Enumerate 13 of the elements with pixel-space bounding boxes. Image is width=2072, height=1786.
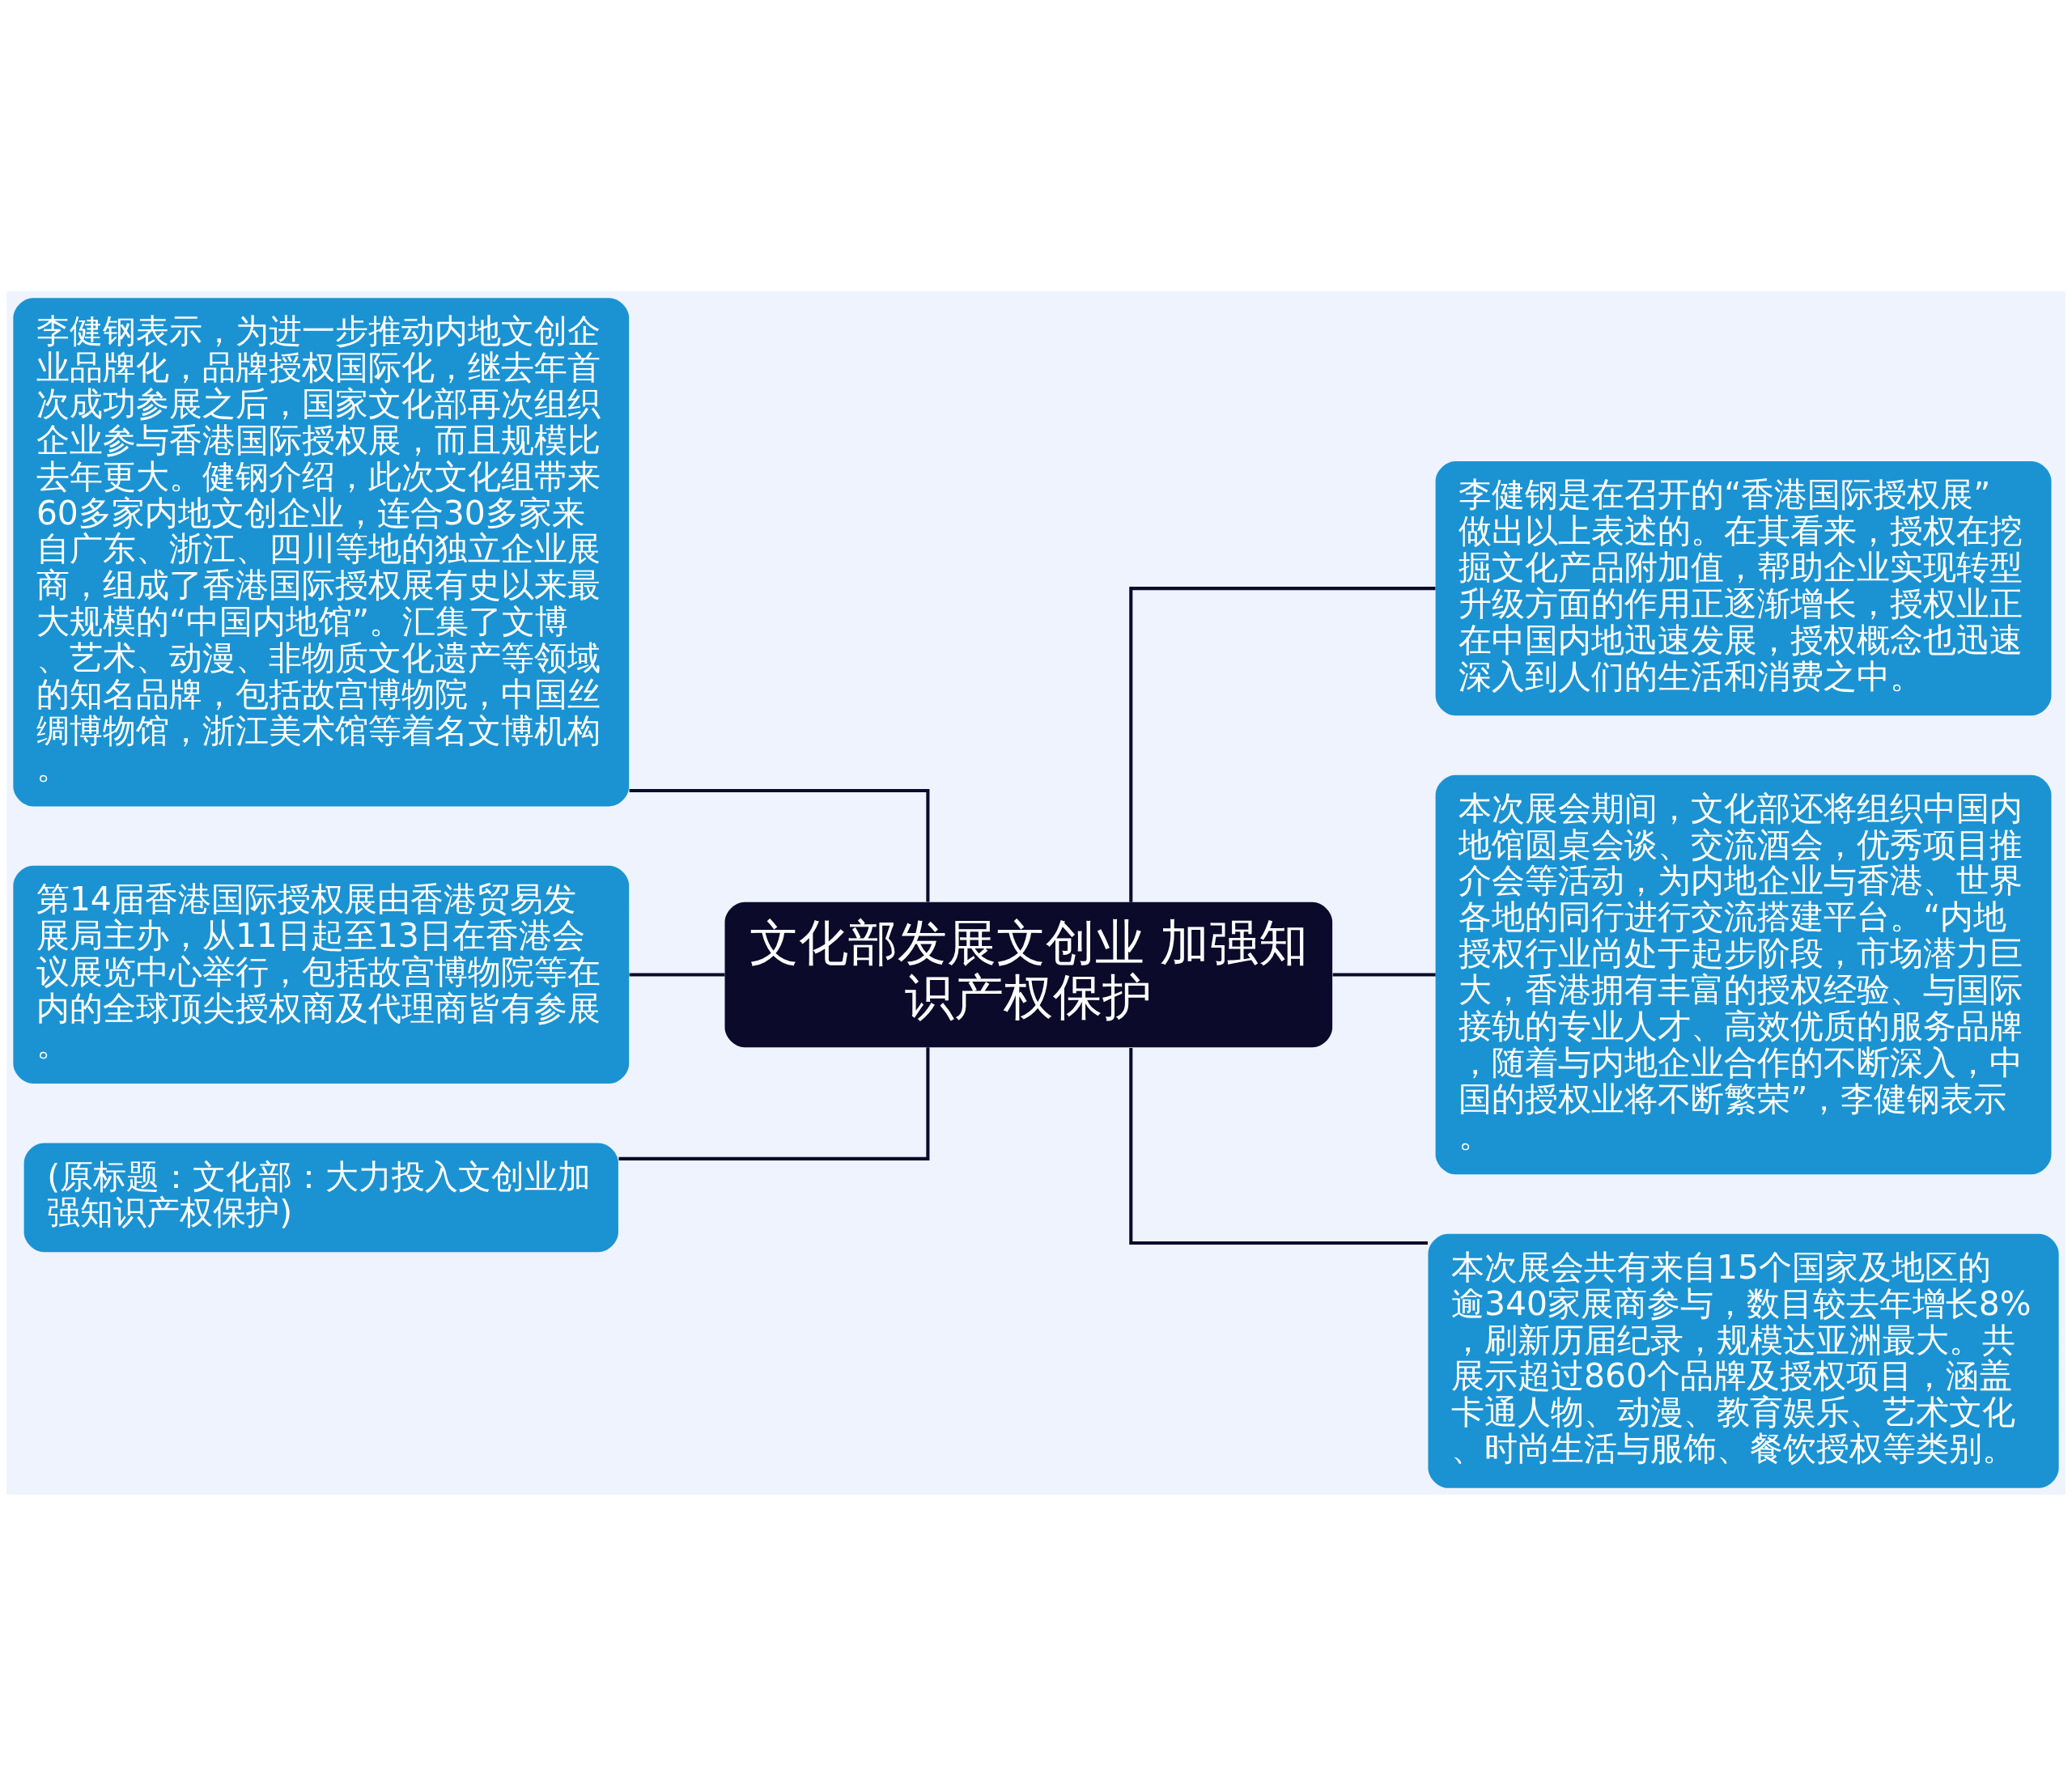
connector bbox=[618, 1047, 930, 1160]
connector bbox=[629, 789, 930, 902]
node-box: 文化部发展文创业 加强知识产权保护 bbox=[724, 901, 1333, 1048]
connector bbox=[629, 973, 725, 977]
node-box: 本次展会期间，文化部还将组织中国内地馆圆桌会谈、交流酒会，优秀项目推介会等活动，为内地企业与香港、世界各地的同行进行交流搭建平台。“内地授权行业尚处于起步阶段，市场潜力巨大，香港拥有丰富的授权经验、与国际接轨的专业人才、高效优质的服务品牌，随着与内地企业合作的不断深入，中国的授权业将不断繁荣”，李健钢表示。 bbox=[1435, 774, 2052, 1175]
connector bbox=[1332, 973, 1436, 977]
node-box: 第14届香港国际授权展由香港贸易发展局主办，从11日起至13日在香港会议展览中心举行，包括故宫博物院等在内的全球顶尖授权商及代理商皆有参展。 bbox=[13, 865, 630, 1084]
node-box: 李健钢是在召开的“香港国际授权展”做出以上表述的。在其看来，授权在挖掘文化产品附加值，帮助企业实现转型升级方面的作用正逐渐增长，授权业正在中国内地迅速发展，授权概念也迅速深入到人们的生活和消费之中。 bbox=[1435, 461, 2052, 716]
connector bbox=[1129, 1048, 1428, 1245]
node-box: 本次展会共有来自15个国家及地区的逾340家展商参与，数目较去年增长8%，刷新历届纪录，规模达亚洲最大。共展示超过860个品牌及授权项目，涵盖卡通人物、动漫、教育娱乐、艺术文化、时尚生活与服饰、餐饮授权等类别。 bbox=[1428, 1233, 2059, 1488]
connector bbox=[1129, 587, 1436, 902]
node-box: 李健钢表示，为进一步推动内地文创企业品牌化，品牌授权国际化，继去年首次成功参展之后，国家文化部再次组织企业参与香港国际授权展，而且规模比去年更大。健钢介绍，此次文化组带来60多家内地文创企业，连合30多家来自广东、浙江、四川等地的独立企业展商，组成了香港国际授权展有史以来最大规模的“中国内地馆”。汇集了文博、艺术、动漫、非物质文化遗产等领域的知名品牌，包括故宫博物院，中国丝绸博物馆，浙江美术馆等着名文博机构。 bbox=[13, 298, 630, 807]
node-box: (原标题：文化部：大力投入文创业加强知识产权保护) bbox=[23, 1143, 618, 1253]
